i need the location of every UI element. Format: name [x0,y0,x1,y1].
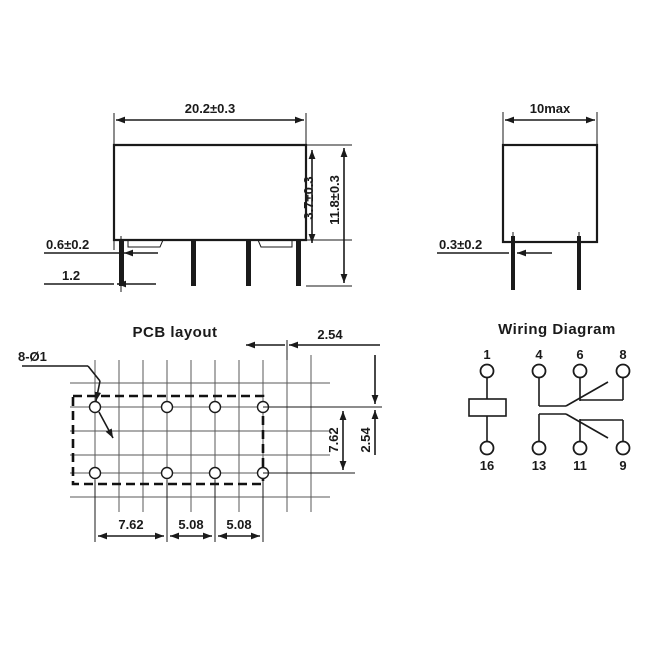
front-pin-3 [246,240,251,286]
pcb-hole-callout-label: 8-Ø1 [18,349,47,364]
pcb-holes [88,400,270,480]
contact-bottom-terminal-13 [531,440,547,456]
pcb-callout-arrow-up [94,380,102,402]
side-pin-2 [577,236,581,290]
wiring-coil: 1 16 [468,347,507,473]
wiring-contacts-top: 4 6 8 [531,347,631,407]
front-pitch-dim-label: 1.2 [62,268,80,283]
pcb-hole-callout: 8-Ø1 [18,349,114,439]
front-pinwidth-dim-label: 0.6±0.2 [46,237,89,252]
front-body-height-dim-label: 3.7±0.3 [301,176,316,219]
front-body-ledge-right [257,239,293,248]
pcb-layout: PCB layout [18,324,382,542]
coil-bottom-terminal-label: 16 [480,458,494,473]
contact-bottom-terminal-label-11: 11 [573,458,587,473]
pcb-hdim-label-3: 5.08 [226,517,251,532]
front-overall-height-dim-label: 11.8±0.3 [327,175,342,225]
side-pin-1 [511,236,515,290]
contact-blade-top [565,381,609,407]
coil-top-terminal-label: 1 [483,347,490,362]
pcb-callout-arrow-down [98,411,114,439]
front-width-dim-label: 20.2±0.3 [185,101,236,116]
pcb-vertical-dimensions: 7.62 2.54 [263,355,382,474]
contact-bottom-terminal-label-13: 13 [532,458,546,473]
front-pin-4 [296,240,301,286]
front-pin-2 [191,240,196,286]
pcb-component-outline [71,394,265,486]
front-body-ledge-left [127,239,164,248]
contact-blade-bottom [565,413,609,439]
pcb-vdim-label-762: 7.62 [326,427,341,452]
pcb-top-dimension: 2.54 [246,327,380,360]
contact-top-terminal-4 [531,363,547,379]
contact-top-terminal-6 [572,363,588,379]
coil-bottom-terminal [479,440,495,456]
pcb-hdim-label-2: 5.08 [178,517,203,532]
contact-top-terminal-8 [615,363,631,379]
contact-bottom-terminal-9 [615,440,631,456]
pcb-hdim-label-1: 7.62 [118,517,143,532]
contact-top-terminal-label-8: 8 [619,347,626,362]
pcb-horizontal-dimensions: 7.62 5.08 5.08 [94,480,264,542]
front-view: 20.2±0.3 3.7±0.3 11.8±0.3 0.6±0.2 1.2 [44,101,352,292]
side-width-dim-label: 10max [530,101,571,116]
pcb-hole [88,466,102,480]
contact-top-terminal-label-6: 6 [576,347,583,362]
pcb-vdim-label-254: 2.54 [358,427,373,453]
contact-top-terminal-label-4: 4 [535,347,543,362]
pcb-hole [208,466,222,480]
pcb-top-dim-label: 2.54 [317,327,343,342]
wiring-diagram-title: Wiring Diagram [498,321,616,338]
wiring-diagram: Wiring Diagram 1 16 4 6 8 [468,321,631,473]
pcb-layout-title: PCB layout [132,324,217,341]
wiring-contacts-bottom: 13 11 9 [531,413,631,473]
pcb-hole [208,400,222,414]
side-body-outline [501,143,599,244]
side-pin-thickness-dim-label: 0.3±0.2 [439,237,482,252]
pcb-callout-leader-diagonal [87,365,101,382]
contact-bottom-terminal-11 [572,440,588,456]
contact-bottom-terminal-label-9: 9 [619,458,626,473]
pcb-hole [160,466,174,480]
pcb-hole [160,400,174,414]
side-view: 10max 0.3±0.2 [437,101,599,290]
coil-top-terminal [479,363,495,379]
pcb-hole [88,400,102,414]
